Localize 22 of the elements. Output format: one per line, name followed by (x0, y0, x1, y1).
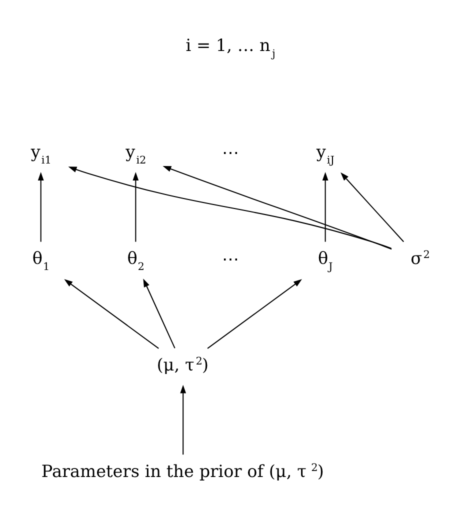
arrow (64, 278, 159, 348)
node-text: θ$_{2}$ (127, 247, 144, 272)
arrow (180, 384, 186, 454)
node-text: y$_{i2}$ (126, 141, 146, 166)
arrow (132, 172, 139, 242)
node-text: θ$_{1}$ (32, 247, 50, 272)
arrow (143, 278, 176, 348)
label: ⋯ (222, 248, 240, 269)
node-text: σ$^{2}$ (410, 247, 430, 268)
arrow (68, 166, 392, 248)
node-text: (μ, τ$^{2}$) (156, 354, 209, 374)
node-text: Parameters in the prior of (μ, τ$^{2}$) (41, 460, 324, 480)
label: ⋯ (222, 142, 240, 162)
label: i = 1, … n$_{j}$ (186, 34, 276, 60)
arrow (340, 172, 404, 242)
node-text: y$_{i1}$ (30, 141, 52, 166)
arrow (162, 165, 392, 250)
arrow (322, 172, 328, 242)
node-text: y$_{iJ}$ (316, 141, 334, 166)
arrow (207, 278, 302, 348)
node-text: θ$_{J}$ (318, 247, 333, 272)
arrow (38, 172, 44, 242)
